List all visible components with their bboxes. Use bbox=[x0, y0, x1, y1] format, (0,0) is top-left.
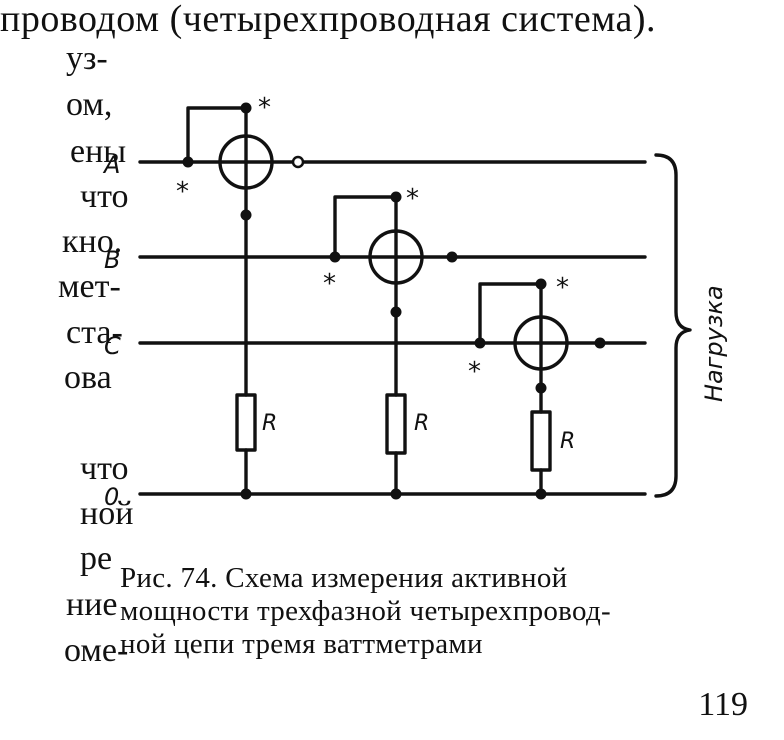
resistor-1 bbox=[235, 393, 257, 452]
resistor-2 bbox=[385, 393, 407, 455]
left-text-fragment: мет- bbox=[58, 268, 121, 305]
left-text-fragment: ены bbox=[70, 133, 127, 170]
left-text-fragment: ре bbox=[80, 540, 113, 577]
left-text-fragment: что bbox=[80, 178, 129, 215]
resistor-label-1: R bbox=[262, 411, 277, 436]
wattmeter-3 bbox=[478, 282, 569, 496]
wattmeter-1 bbox=[186, 106, 274, 496]
left-text-fragment: что bbox=[80, 450, 129, 487]
caption-line: ной цепи тремя ваттметрами bbox=[120, 628, 483, 660]
left-text-fragment: ста- bbox=[66, 314, 123, 351]
line-label-neutral: 0 bbox=[104, 483, 119, 511]
caption-line: мощности трехфазной четырехпровод- bbox=[120, 595, 611, 627]
resistor-3 bbox=[530, 410, 552, 472]
resistor-label-3: R bbox=[560, 429, 575, 454]
line-label-c: C bbox=[104, 332, 121, 360]
figure-caption: Рис. 74. Схема измерения активной мощнос… bbox=[120, 562, 611, 661]
star-mark: * bbox=[468, 357, 481, 387]
star-mark: * bbox=[323, 269, 336, 299]
caption-line: Рис. 74. Схема измерения активной bbox=[120, 562, 568, 594]
load-brace bbox=[654, 153, 692, 498]
wattmeter-2 bbox=[333, 195, 424, 496]
star-mark: * bbox=[406, 184, 419, 214]
star-mark: * bbox=[556, 273, 569, 303]
left-text-fragment: ом, bbox=[66, 86, 113, 123]
left-text-fragment: уз- bbox=[66, 40, 108, 77]
load-label: Нагрузка bbox=[700, 285, 728, 402]
left-text-fragment: кно. bbox=[62, 223, 123, 260]
top-text-line: проводом (четырехпроводная система). bbox=[0, 0, 657, 40]
left-text-fragment: ной bbox=[80, 495, 134, 532]
left-text-fragment: оме- bbox=[64, 632, 129, 669]
line-label-b: B bbox=[104, 246, 120, 274]
left-text-fragment: ние bbox=[66, 586, 118, 623]
resistor-label-2: R bbox=[414, 411, 429, 436]
star-mark: * bbox=[258, 93, 271, 123]
page-number: 119 bbox=[698, 686, 748, 723]
star-mark: * bbox=[176, 177, 189, 207]
line-label-a: A bbox=[102, 151, 120, 179]
left-text-fragment: ова bbox=[64, 359, 112, 396]
